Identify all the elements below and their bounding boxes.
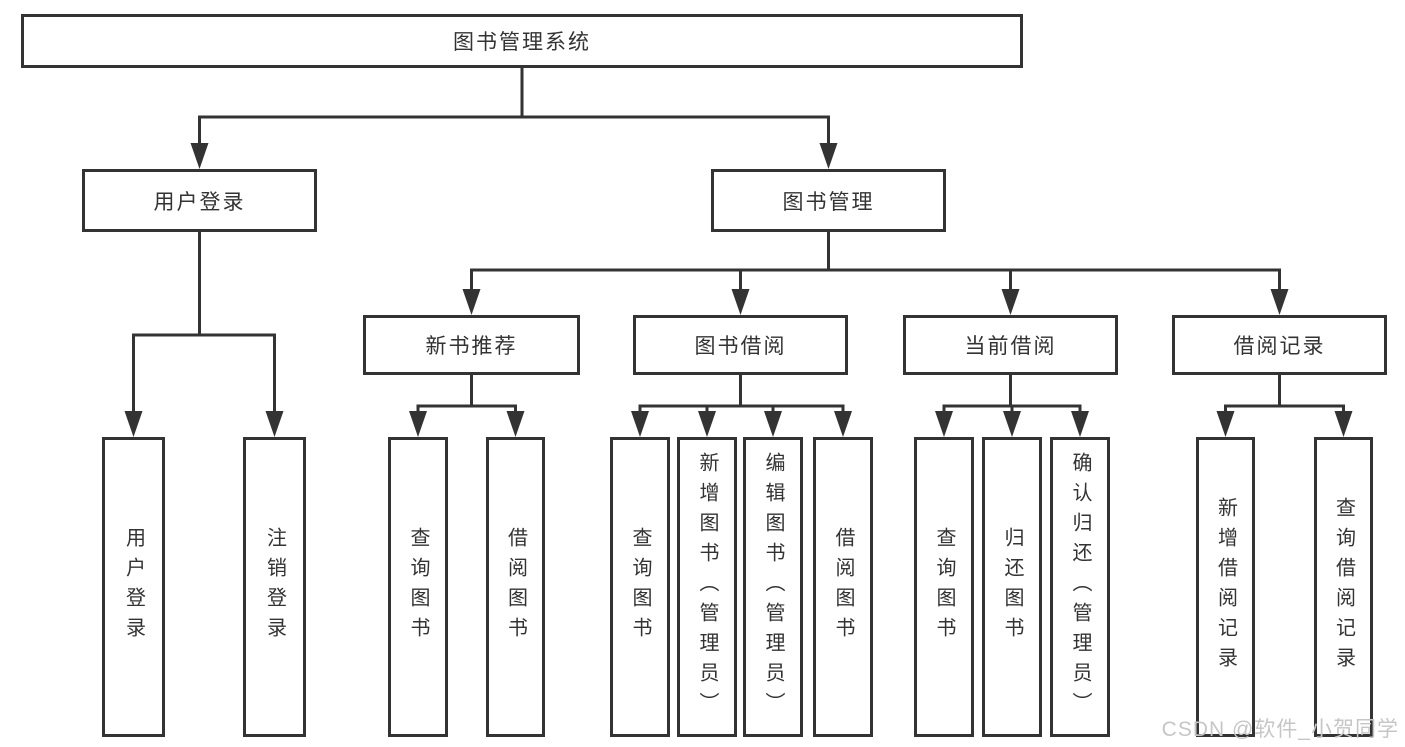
- node-label-borrow-records: 借阅记录: [1233, 335, 1326, 358]
- node-label-add-borrow-record: 新增借阅记录: [1214, 497, 1237, 677]
- node-label-return-books: 归还图书: [1001, 527, 1023, 647]
- arrowhead: [764, 411, 782, 437]
- arrowhead: [631, 411, 649, 437]
- node-label-query-books-3: 查询图书: [933, 527, 955, 647]
- arrowhead: [731, 289, 750, 315]
- arrowhead: [124, 411, 143, 437]
- arrowhead: [265, 411, 284, 437]
- node-label-query-books-2: 查询图书: [629, 527, 651, 647]
- node-query-books-2: 查询图书: [610, 437, 670, 737]
- node-book-borrow: 图书借阅: [633, 315, 848, 375]
- node-label-user-login: 用户登录: [122, 527, 145, 647]
- node-label-user-login-group: 用户登录: [153, 190, 246, 214]
- node-label-borrow-books-1: 借阅图书: [504, 527, 527, 647]
- node-query-books-1: 查询图书: [388, 437, 448, 737]
- node-confirm-return-admin: 确认归还（管理员）: [1050, 437, 1110, 737]
- arrowhead: [834, 411, 852, 437]
- node-add-borrow-record: 新增借阅记录: [1196, 437, 1255, 737]
- node-label-confirm-return-admin: 确认归还（管理员）: [1069, 452, 1091, 722]
- node-root: 图书管理系统: [21, 14, 1023, 68]
- node-label-borrow-books-2: 借阅图书: [832, 527, 854, 647]
- arrowhead: [1071, 411, 1089, 437]
- node-label-logout: 注销登录: [263, 527, 286, 647]
- node-label-book-mgmt: 图书管理: [782, 190, 875, 214]
- arrowhead: [935, 411, 953, 437]
- arrowhead: [1003, 411, 1021, 437]
- node-label-root: 图书管理系统: [453, 31, 591, 54]
- node-label-current-borrow: 当前借阅: [964, 335, 1057, 358]
- node-query-books-3: 查询图书: [914, 437, 974, 737]
- arrowhead: [1001, 289, 1020, 315]
- arrowhead: [819, 143, 838, 169]
- node-add-books-admin: 新增图书（管理员）: [677, 437, 737, 737]
- watermark: CSDN @软件_小贺同学: [1161, 718, 1399, 741]
- node-label-book-borrow: 图书借阅: [694, 335, 787, 358]
- node-logout: 注销登录: [243, 437, 306, 737]
- node-borrow-books-2: 借阅图书: [813, 437, 873, 737]
- node-label-new-book-rec: 新书推荐: [425, 335, 518, 358]
- arrowhead: [1216, 411, 1235, 437]
- node-book-mgmt: 图书管理: [711, 169, 946, 232]
- node-label-add-books-admin: 新增图书（管理员）: [696, 452, 718, 722]
- node-borrow-books-1: 借阅图书: [486, 437, 545, 737]
- node-edit-books-admin: 编辑图书（管理员）: [743, 437, 803, 737]
- arrowhead: [1270, 289, 1289, 315]
- node-label-query-borrow-record: 查询借阅记录: [1332, 497, 1355, 677]
- arrowhead: [506, 411, 525, 437]
- arrowhead: [409, 411, 427, 437]
- node-label-query-books-1: 查询图书: [407, 527, 429, 647]
- node-borrow-records: 借阅记录: [1172, 315, 1387, 375]
- node-label-edit-books-admin: 编辑图书（管理员）: [762, 452, 784, 722]
- arrowhead: [190, 143, 209, 169]
- arrowhead: [1334, 411, 1353, 437]
- node-current-borrow: 当前借阅: [903, 315, 1118, 375]
- node-new-book-rec: 新书推荐: [363, 315, 580, 375]
- node-user-login: 用户登录: [102, 437, 165, 737]
- node-user-login-group: 用户登录: [82, 169, 317, 232]
- arrowhead: [698, 411, 716, 437]
- node-query-borrow-record: 查询借阅记录: [1314, 437, 1373, 737]
- arrowhead: [462, 289, 481, 315]
- node-return-books: 归还图书: [982, 437, 1042, 737]
